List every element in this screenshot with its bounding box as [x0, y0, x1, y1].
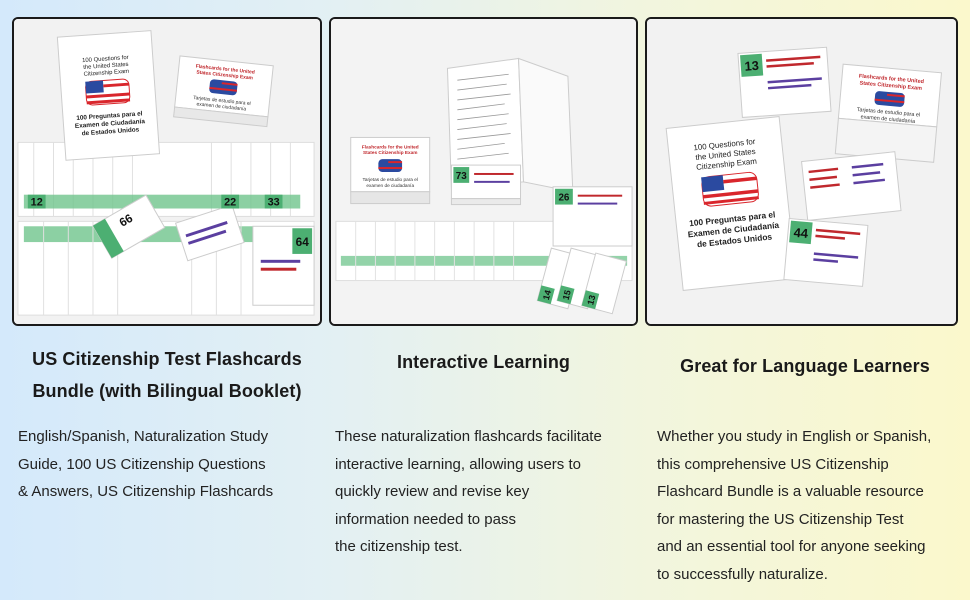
flag-icon — [874, 91, 905, 107]
title-line: Bundle (with Bilingual Booklet) — [32, 381, 302, 401]
panel-description-interactive: These naturalization flashcards facilita… — [335, 423, 640, 561]
us-flag-map-icon — [701, 171, 759, 207]
card-stack-73: 73 — [450, 164, 522, 206]
panel-title-bundle: US Citizenship Test Flashcards Bundle (w… — [12, 343, 322, 407]
answer-card — [801, 151, 902, 221]
title-line: Great for Language Learners — [680, 356, 930, 376]
booklet: 100 Questions for the United States Citi… — [56, 30, 161, 161]
svg-text:33: 33 — [268, 197, 280, 209]
panel-description-language: Whether you study in English or Spanish,… — [657, 423, 969, 588]
card-26: 26 — [552, 186, 633, 247]
box-es-line: examen de ciudadanía — [366, 183, 414, 189]
desc-line: and an essential tool for anyone seeking — [657, 538, 926, 555]
bundle-photo-illustration: 100 Questions for the United States Citi… — [14, 19, 320, 324]
svg-text:73: 73 — [456, 171, 467, 182]
title-line: Interactive Learning — [396, 352, 571, 372]
booklet-en-line: the United States — [83, 62, 129, 71]
photo-language: 13 Flashcards for the United States Citi… — [645, 17, 958, 326]
flashcard-box: Flashcards for the United States Citizen… — [834, 63, 942, 163]
card-13: 13 — [737, 46, 832, 118]
flashcard-box: Flashcards for the United States Citizen… — [350, 136, 431, 205]
box-en-line: States Citizenship Exam — [196, 70, 254, 82]
photo-interactive: Flashcards for the United States Citizen… — [329, 17, 638, 326]
desc-line: Whether you study in English or Spanish, — [657, 428, 932, 445]
desc-line: & Answers, US Citizenship Flashcards — [18, 483, 274, 500]
box-es-line: Tarjetas de estudio para el — [363, 177, 418, 183]
booklet-en-line: 100 Questions for — [82, 55, 129, 64]
booklet-es-line: Examen de Ciudadanía — [75, 118, 146, 130]
box-en-line: Flashcards for the United — [859, 73, 924, 85]
desc-line: These naturalization flashcards facilita… — [335, 428, 602, 445]
us-flag-map-icon — [85, 78, 131, 106]
desc-line: Flashcard Bundle is a valuable resource — [657, 483, 924, 500]
desc-line: information needed to pass — [335, 510, 516, 528]
svg-text:14: 14 — [541, 289, 553, 301]
flag-icon — [378, 159, 403, 172]
svg-text:22: 22 — [224, 197, 236, 209]
photo-bundle: 100 Questions for the United States Citi… — [12, 17, 322, 326]
card-number-tab: 33 — [264, 194, 283, 209]
box-en-line: States Citizenship Exam — [363, 150, 418, 156]
panel-title-interactive: Interactive Learning — [329, 346, 638, 378]
svg-text:44: 44 — [793, 225, 809, 241]
desc-line: English/Spanish, Naturalization Study — [18, 428, 269, 445]
card-13: 13 — [581, 252, 627, 315]
card-purple-text — [174, 204, 245, 262]
card-64: 64 — [252, 225, 315, 306]
flashcard-box: Flashcards for the United States Citizen… — [173, 55, 274, 128]
svg-text:12: 12 — [31, 197, 43, 209]
box-en-line: States Citizenship Exam — [859, 80, 922, 91]
desc-line: the citizenship test. — [335, 538, 463, 555]
box-en-line: Flashcards for the United — [362, 144, 419, 150]
desc-line: to successfully naturalize. — [657, 565, 828, 583]
svg-text:13: 13 — [744, 58, 759, 74]
language-photo-illustration: 13 Flashcards for the United States Citi… — [647, 19, 956, 324]
title-line: US Citizenship Test Flashcards — [32, 349, 302, 369]
desc-line: this comprehensive US Citizenship — [657, 455, 889, 473]
desc-line: quickly review and revise key — [335, 483, 530, 500]
desc-line: for mastering the US Citizenship Test — [657, 510, 904, 528]
box-es-line: examen de ciudadanía — [860, 114, 915, 125]
svg-text:15: 15 — [561, 289, 573, 301]
panel-title-language: Great for Language Learners — [645, 350, 965, 382]
card-number-tab: 22 — [221, 194, 240, 209]
booklet-es-line: de Estados Unidos — [81, 126, 139, 137]
box-es-line: examen de ciudadanía — [196, 101, 246, 112]
desc-line: interactive learning, allowing users to — [335, 455, 581, 473]
booklet: 100 Questions for the United States Citi… — [665, 116, 797, 291]
open-booklet — [446, 57, 574, 193]
svg-text:64: 64 — [296, 235, 310, 249]
interactive-photo-illustration: Flashcards for the United States Citizen… — [331, 19, 636, 324]
booklet-es-line: 100 Preguntas para el — [76, 110, 143, 122]
booklet-en-line: Citizenship Exam — [83, 69, 129, 78]
card-66: 66 — [92, 194, 166, 259]
desc-line: Guide, 100 US Citizenship Questions — [18, 455, 266, 473]
panel-description-bundle: English/Spanish, Naturalization Study Gu… — [18, 423, 318, 506]
box-es-line: Tarjetas de estudio para el — [857, 107, 921, 119]
svg-text:13: 13 — [585, 294, 597, 306]
card-44: 44 — [783, 217, 869, 287]
card-number-tab: 12 — [27, 194, 46, 209]
svg-text:26: 26 — [558, 193, 569, 204]
